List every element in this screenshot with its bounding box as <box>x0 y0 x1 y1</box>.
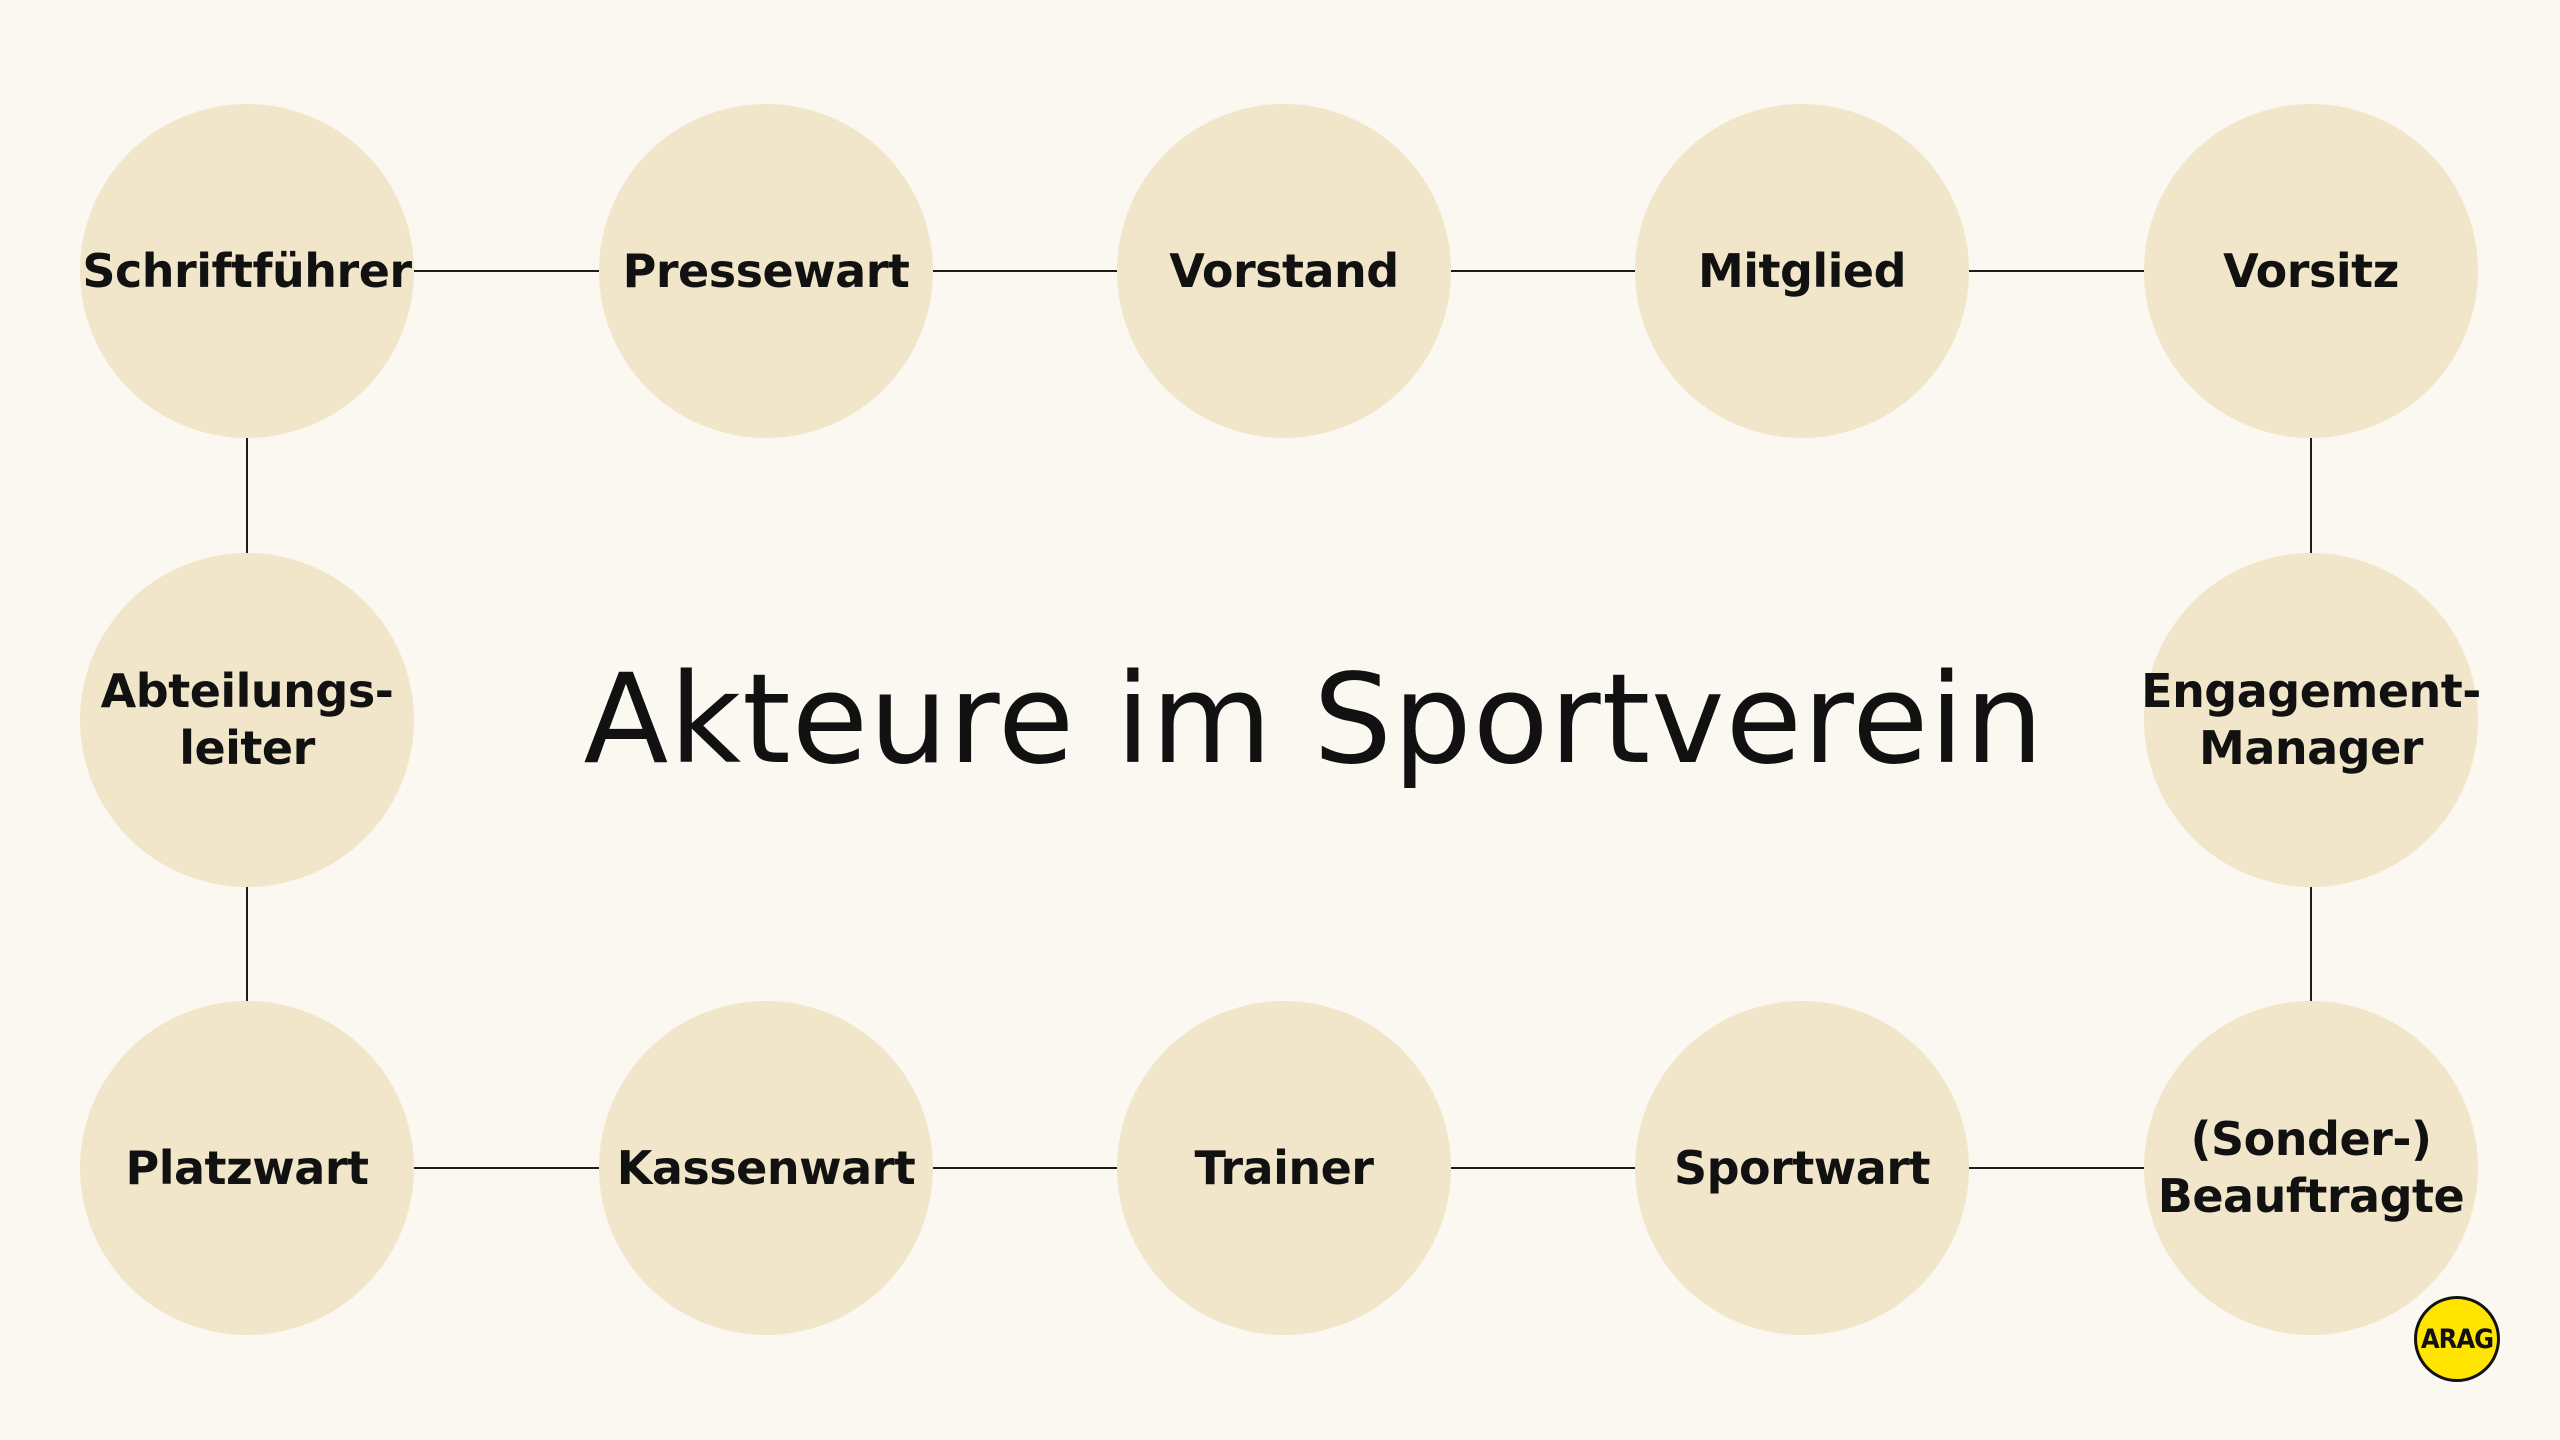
node-mitglied: Mitglied <box>1635 104 1969 438</box>
node-trainer: Trainer <box>1117 1001 1451 1335</box>
node-vorsitz: Vorsitz <box>2144 104 2478 438</box>
node-schriftfuehrer: Schriftführer <box>80 104 414 438</box>
node-label-mitglied: Mitglied <box>1697 243 1907 298</box>
node-sportwart: Sportwart <box>1635 1001 1969 1335</box>
node-label-vorstand: Vorstand <box>1169 243 1399 298</box>
diagram-title: Akteure im Sportverein <box>583 648 2045 792</box>
node-label-abteilungsleiter: Abteilungs- leiter <box>100 664 394 775</box>
node-label-pressewart: Pressewart <box>622 243 910 298</box>
node-abteilungsleiter: Abteilungs- leiter <box>80 553 414 887</box>
node-vorstand: Vorstand <box>1117 104 1451 438</box>
node-engagement-manager: Engagement- Manager <box>2141 553 2481 887</box>
node-label-sonderbeauftragte: (Sonder-) Beauftragte <box>2157 1112 2465 1223</box>
node-platzwart: Platzwart <box>80 1001 414 1335</box>
node-label-vorsitz: Vorsitz <box>2223 243 2399 298</box>
node-label-sportwart: Sportwart <box>1673 1140 1931 1195</box>
node-sonderbeauftragte: (Sonder-) Beauftragte <box>2144 1001 2478 1335</box>
node-label-engagement-manager: Engagement- Manager <box>2141 664 2481 775</box>
arag-logo: ARAG <box>2414 1296 2500 1382</box>
node-pressewart: Pressewart <box>599 104 933 438</box>
node-kassenwart: Kassenwart <box>599 1001 933 1335</box>
node-label-trainer: Trainer <box>1194 1140 1374 1195</box>
node-label-schriftfuehrer: Schriftführer <box>82 243 412 298</box>
node-label-platzwart: Platzwart <box>125 1140 370 1195</box>
node-label-kassenwart: Kassenwart <box>616 1140 916 1195</box>
arag-logo-text: ARAG <box>2420 1323 2494 1355</box>
